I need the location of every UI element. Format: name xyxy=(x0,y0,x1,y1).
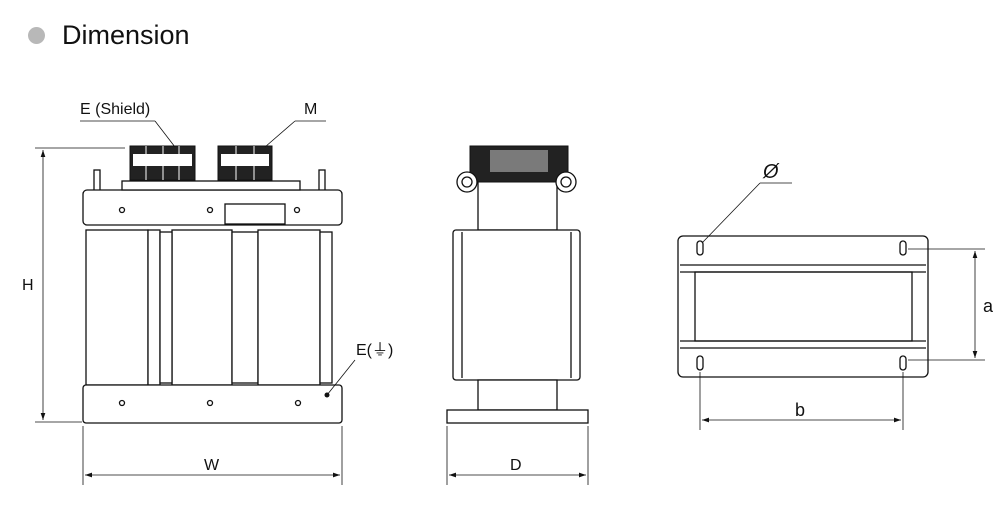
height-label: H xyxy=(22,277,34,294)
shield-terminals xyxy=(129,145,196,181)
a-label: a xyxy=(983,296,994,316)
side-view xyxy=(446,145,589,424)
top-view xyxy=(677,235,929,378)
section-title: Dimension xyxy=(62,20,190,50)
ground-label: E(⏚) xyxy=(356,341,393,359)
main-terminals xyxy=(217,145,273,181)
bullet-icon xyxy=(28,27,45,44)
width-label: W xyxy=(204,457,220,474)
section-heading: Dimension xyxy=(28,20,190,51)
b-label: b xyxy=(795,400,805,420)
hole-label: Ø xyxy=(762,161,780,183)
front-view xyxy=(82,145,343,424)
shield-label: E (Shield) xyxy=(80,101,150,118)
terminal-label: M xyxy=(304,101,317,118)
depth-label: D xyxy=(510,457,522,474)
